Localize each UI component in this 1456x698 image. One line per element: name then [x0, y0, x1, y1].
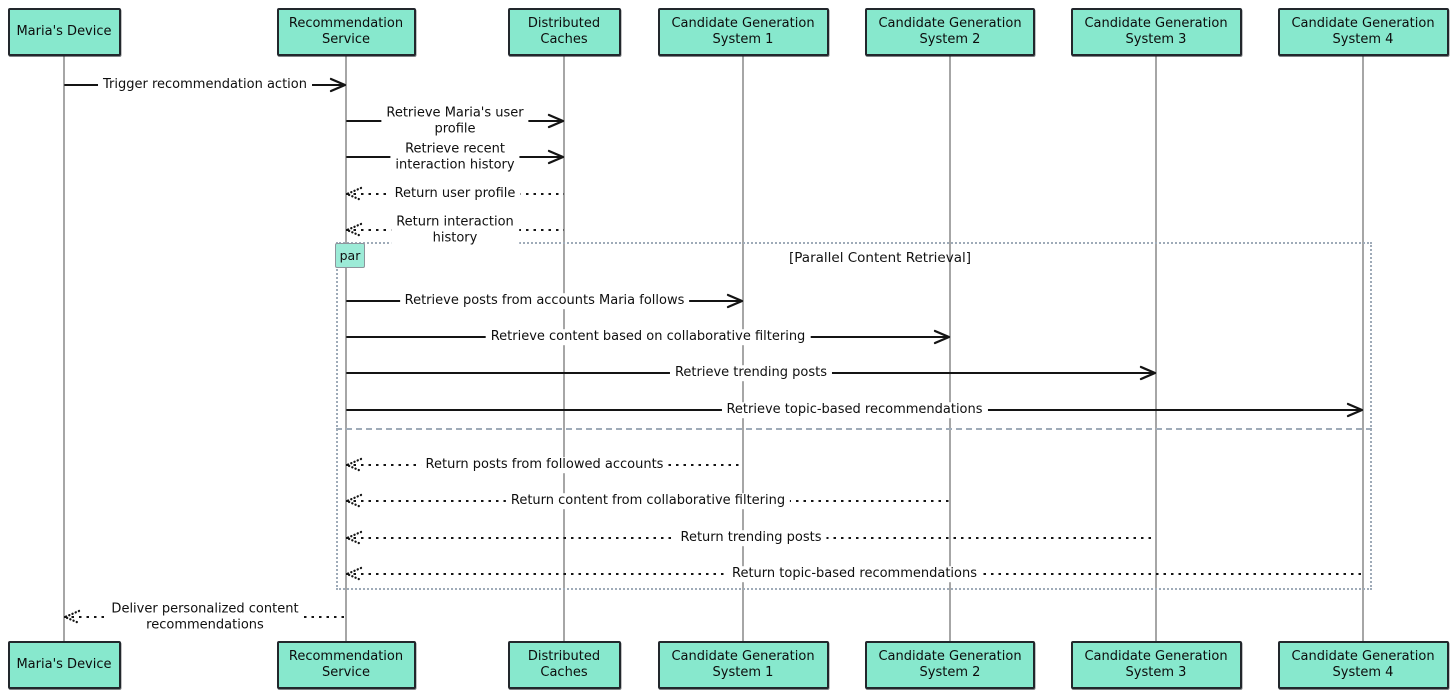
arrowhead-icon — [547, 113, 565, 133]
return-arrowhead-icon — [345, 566, 363, 586]
message-label: Retrieve content based on collaborative … — [485, 329, 811, 345]
message-label: Retrieve recent interaction history — [390, 141, 520, 173]
return-arrowhead-icon — [345, 186, 363, 206]
actor-bottom-maria: Maria's Device — [7, 641, 121, 689]
actor-bottom-cg4: Candidate Generation System 4 — [1277, 641, 1449, 689]
message-label: Deliver personalized content recommendat… — [106, 601, 304, 633]
actor-bottom-rec: Recommendation Service — [276, 641, 416, 689]
message-label: Retrieve trending posts — [669, 365, 833, 381]
par-section-divider — [336, 428, 1372, 430]
actor-top-maria: Maria's Device — [7, 8, 121, 56]
lifeline-cache — [563, 54, 565, 642]
lifeline-cg1 — [742, 54, 744, 642]
par-title: [Parallel Content Retrieval] — [789, 250, 971, 266]
lifeline-cg2 — [949, 54, 951, 642]
arrowhead-icon — [1346, 402, 1364, 422]
actor-bottom-cache: Distributed Caches — [507, 641, 621, 689]
message-label: Retrieve Maria's user profile — [381, 105, 529, 137]
actor-top-cg4: Candidate Generation System 4 — [1277, 8, 1449, 56]
arrowhead-icon — [547, 149, 565, 169]
return-arrowhead-icon — [345, 457, 363, 477]
arrowhead-icon — [933, 329, 951, 349]
lifeline-rec — [345, 54, 347, 642]
message-label: Return posts from followed accounts — [420, 457, 669, 473]
message-label: Return topic-based recommendations — [726, 566, 983, 582]
message-label: Return user profile — [389, 186, 521, 202]
actor-top-cg3: Candidate Generation System 3 — [1070, 8, 1242, 56]
message-label: Return content from collaborative filter… — [505, 493, 791, 509]
actor-bottom-cg3: Candidate Generation System 3 — [1070, 641, 1242, 689]
lifeline-cg3 — [1155, 54, 1157, 642]
return-arrowhead-icon — [63, 609, 81, 629]
actor-top-cg2: Candidate Generation System 2 — [865, 8, 1035, 56]
actor-top-rec: Recommendation Service — [276, 8, 416, 56]
message-label: Return interaction history — [391, 214, 519, 246]
actor-bottom-cg2: Candidate Generation System 2 — [865, 641, 1035, 689]
message-label: Trigger recommendation action — [98, 77, 312, 93]
message-label: Return trending posts — [675, 530, 827, 546]
arrowhead-icon — [1139, 365, 1157, 385]
actor-top-cg1: Candidate Generation System 1 — [657, 8, 829, 56]
lifeline-cg4 — [1362, 54, 1364, 642]
return-arrowhead-icon — [345, 222, 363, 242]
par-frame — [336, 242, 1372, 590]
par-label: par — [335, 243, 365, 268]
message-label: Retrieve posts from accounts Maria follo… — [399, 293, 690, 309]
message-label: Retrieve topic-based recommendations — [721, 402, 988, 418]
arrowhead-icon — [726, 293, 744, 313]
actor-bottom-cg1: Candidate Generation System 1 — [657, 641, 829, 689]
return-arrowhead-icon — [345, 530, 363, 550]
arrowhead-icon — [329, 77, 347, 97]
lifeline-maria — [63, 54, 65, 642]
actor-top-cache: Distributed Caches — [507, 8, 621, 56]
return-arrowhead-icon — [345, 493, 363, 513]
